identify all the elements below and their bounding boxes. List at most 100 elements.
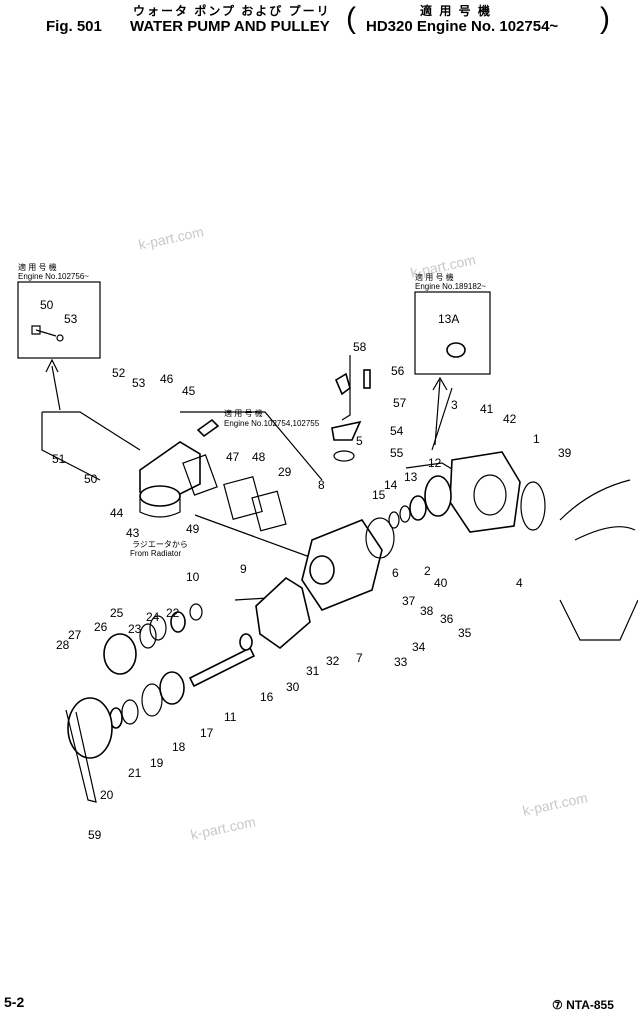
applicable-jp: 適 用 号 機: [420, 4, 493, 18]
inset-2-arrow: [432, 376, 448, 446]
housing-9: [255, 576, 311, 650]
part-callout-3: 3: [451, 398, 458, 412]
part-callout-45: 45: [182, 384, 196, 398]
inset-1-arrow: [45, 358, 61, 411]
part-callout-23: 23: [128, 622, 142, 636]
gasket-39: [520, 481, 546, 531]
part-callout-46: 46: [160, 372, 174, 386]
part-callout-20: 20: [100, 788, 114, 802]
bolt-56: [363, 369, 371, 389]
applicable-engine: HD320 Engine No. 102754~: [366, 18, 559, 35]
part-callout-32: 32: [326, 654, 340, 668]
pump-cover-1: [449, 451, 521, 533]
ring-19: [121, 699, 139, 725]
from-radiator-jp: ラジエータから: [132, 540, 188, 549]
inset-1-callout-50: 50: [40, 298, 54, 312]
part-callout-52: 52: [112, 366, 126, 380]
part-callout-47: 47: [226, 450, 240, 464]
part-callout-44: 44: [110, 506, 124, 520]
part-callout-40: 40: [434, 576, 448, 590]
part-callout-11: 11: [224, 710, 237, 724]
inset-2-heading-en: Engine No.189182~: [415, 282, 486, 291]
ring-22: [170, 611, 186, 633]
connector-left: [41, 411, 141, 481]
part-callout-57: 57: [393, 396, 407, 410]
engine-block-outline: [559, 479, 638, 641]
from-radiator-en: From Radiator: [130, 549, 182, 558]
inset-3-heading-en: Engine No.102754,102755: [224, 419, 320, 428]
inset-3-heading-jp: 適 用 号 機: [224, 409, 263, 418]
o-ring-5: [365, 517, 395, 559]
inset-3-frame: [180, 411, 471, 481]
washer-53-icon: [56, 334, 64, 342]
part-callout-55: 55: [390, 446, 404, 460]
inset-2-heading-jp: 適 用 号 機: [415, 273, 454, 282]
part-callout-37: 37: [402, 594, 416, 608]
part-callout-22: 22: [166, 606, 180, 620]
part-callout-42: 42: [503, 412, 517, 426]
part-callout-51: 51: [52, 452, 66, 466]
part-callout-12: 12: [428, 456, 442, 470]
impeller-12: [424, 475, 452, 517]
part-callout-58: 58: [353, 340, 367, 354]
part-callout-28: 28: [56, 638, 70, 652]
gasket-49: [182, 454, 218, 496]
gasket-49b: [251, 490, 287, 532]
part-callout-6: 6: [392, 566, 399, 580]
part-callout-30: 30: [286, 680, 300, 694]
inset-1-box: [17, 281, 101, 359]
part-callout-16: 16: [260, 690, 274, 704]
part-callout-53: 53: [132, 376, 146, 390]
bolt-50-icon: [31, 325, 57, 337]
ring-24: [149, 615, 167, 641]
ring-15: [388, 511, 400, 529]
inset-2-callout-13A: 13A: [438, 312, 460, 326]
gasket-48: [223, 475, 263, 521]
part-callout-26: 26: [94, 620, 108, 634]
part-callout-8: 8: [318, 478, 325, 492]
seal-16: [239, 633, 253, 651]
part-callout-27: 27: [68, 628, 82, 642]
ring-14: [399, 505, 411, 523]
long-bolt-3: [431, 387, 453, 451]
part-callout-15: 15: [372, 488, 386, 502]
part-callout-43: 43: [126, 526, 140, 540]
connector-right: [341, 355, 351, 421]
part-callout-50: 50: [84, 472, 98, 486]
snap-ring-18: [141, 683, 163, 717]
part-callout-41: 41: [480, 402, 494, 416]
pump-inlet: [309, 555, 335, 585]
part-callout-29: 29: [278, 465, 292, 479]
part-callout-25: 25: [110, 606, 124, 620]
part-callout-7: 7: [356, 651, 363, 665]
part-callout-56: 56: [391, 364, 405, 378]
fig-label: Fig. 501: [46, 18, 102, 35]
part-callout-36: 36: [440, 612, 454, 626]
part-callout-9: 9: [240, 562, 247, 576]
o-ring-55: [333, 450, 355, 462]
part-callout-1: 1: [533, 432, 540, 446]
part-callout-49: 49: [186, 522, 200, 536]
part-callout-13: 13: [404, 470, 418, 484]
right-paren: ): [600, 2, 610, 35]
belt-59: [65, 709, 97, 803]
part-callout-5: 5: [356, 434, 363, 448]
part-callout-54: 54: [390, 424, 404, 438]
part-callout-39: 39: [558, 446, 572, 460]
outlet-pipe-body: [139, 496, 181, 518]
page-title: WATER PUMP AND PULLEY: [130, 18, 330, 35]
page-number: 5-2: [4, 994, 25, 1010]
part-47: [196, 418, 220, 438]
part-callout-14: 14: [384, 478, 398, 492]
seal-13: [409, 495, 427, 521]
part-callout-17: 17: [200, 726, 214, 740]
part-callout-10: 10: [186, 570, 200, 584]
part-callout-31: 31: [306, 664, 320, 678]
part-callout-4: 4: [516, 576, 523, 590]
ring-10: [189, 603, 203, 621]
ring-23: [139, 623, 157, 649]
part-callout-48: 48: [252, 450, 266, 464]
part-callout-24: 24: [146, 610, 160, 624]
part-callout-2: 2: [424, 564, 431, 578]
